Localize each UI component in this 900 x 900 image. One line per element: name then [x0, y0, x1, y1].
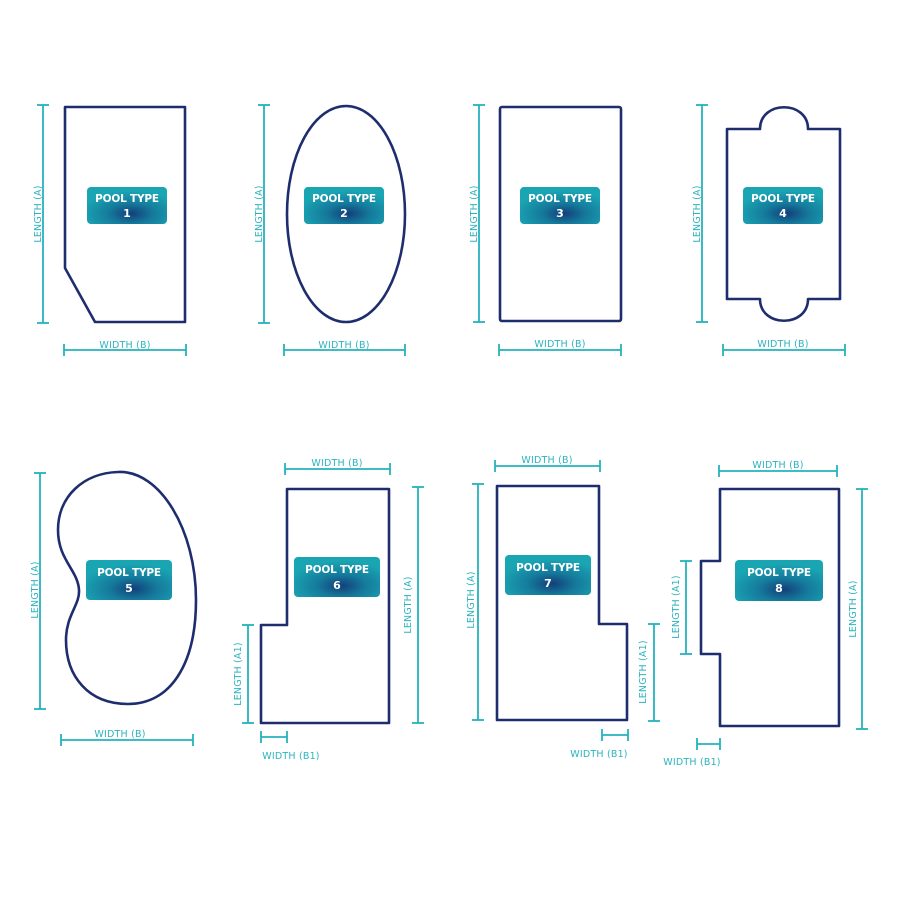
pool-4-badge-number: 4	[779, 207, 787, 220]
pool-2-length-label: LENGTH (A)	[254, 185, 265, 242]
pool-3-badge-number: 3	[556, 207, 564, 220]
pool-4-length-label: LENGTH (A)	[692, 185, 703, 242]
pool-6-sub-width-label: WIDTH (B1)	[262, 751, 319, 762]
pool-4-badge-title: POOL TYPE	[751, 193, 815, 205]
pool-5-width-label: WIDTH (B)	[94, 729, 145, 740]
pool-type-1: LENGTH (A) WIDTH (B) POOL TYPE 1	[33, 104, 187, 356]
pool-type-3: LENGTH (A) WIDTH (B) POOL TYPE 3	[469, 104, 623, 356]
pool-6-sub-width-dimension: WIDTH (B1)	[260, 731, 320, 762]
pool-6-badge: POOL TYPE 6	[294, 557, 380, 597]
pool-6-length-dimension: LENGTH (A)	[403, 486, 424, 724]
pool-8-sub-width-label: WIDTH (B1)	[663, 757, 720, 768]
pool-2-badge: POOL TYPE 2	[304, 187, 384, 224]
pool-6-width-dimension: WIDTH (B)	[284, 458, 391, 475]
pool-3-width-label: WIDTH (B)	[534, 339, 585, 350]
pool-type-6: WIDTH (B) LENGTH (A) LENGTH (A1) WIDTH (…	[233, 458, 424, 762]
pool-8-badge-number: 8	[775, 582, 783, 595]
pool-8-width-dimension: WIDTH (B)	[718, 460, 838, 477]
pool-7-width-label: WIDTH (B)	[521, 455, 572, 466]
pool-type-4: LENGTH (A) WIDTH (B) POOL TYPE 4	[692, 104, 846, 356]
pool-6-outline	[259, 487, 391, 725]
pool-8-outline	[699, 487, 841, 728]
pool-1-badge: POOL TYPE 1	[87, 187, 167, 224]
pool-7-badge-title: POOL TYPE	[516, 562, 580, 574]
pool-4-width-dimension: WIDTH (B)	[722, 339, 846, 356]
pool-8-width-label: WIDTH (B)	[752, 460, 803, 471]
pool-7-sub-length-dimension: LENGTH (A1)	[638, 623, 660, 722]
pool-type-5: LENGTH (A) WIDTH (B) POOL TYPE 5	[30, 470, 198, 746]
pool-8-badge-title: POOL TYPE	[747, 567, 811, 579]
pool-8-sub-length-dimension: LENGTH (A1)	[671, 560, 692, 655]
pool-1-badge-number: 1	[123, 207, 131, 220]
pool-8-length-dimension: LENGTH (A)	[848, 488, 868, 730]
pool-type-7: WIDTH (B) LENGTH (A) LENGTH (A1) WIDTH (…	[466, 455, 660, 760]
pool-6-width-label: WIDTH (B)	[311, 458, 362, 469]
pool-6-badge-title: POOL TYPE	[305, 564, 369, 576]
pool-2-width-dimension: WIDTH (B)	[283, 340, 406, 356]
pool-5-badge: POOL TYPE 5	[86, 560, 172, 600]
pool-7-sub-length-label: LENGTH (A1)	[638, 640, 649, 704]
pool-3-length-dimension: LENGTH (A)	[469, 104, 485, 323]
pool-2-badge-title: POOL TYPE	[312, 193, 376, 205]
pool-7-outline	[495, 484, 629, 722]
pool-3-width-dimension: WIDTH (B)	[498, 339, 622, 356]
pool-3-length-label: LENGTH (A)	[469, 185, 480, 242]
pool-4-width-label: WIDTH (B)	[757, 339, 808, 350]
pool-7-width-dimension: WIDTH (B)	[494, 455, 601, 472]
pool-7-sub-width-dimension: WIDTH (B1)	[570, 729, 629, 760]
pool-5-width-dimension: WIDTH (B)	[60, 729, 194, 746]
pool-7-badge-number: 7	[544, 577, 552, 590]
pool-8-badge: POOL TYPE 8	[735, 560, 823, 601]
pool-2-length-dimension: LENGTH (A)	[254, 104, 270, 324]
pool-1-length-dimension: LENGTH (A)	[33, 104, 49, 324]
pool-2-badge-number: 2	[340, 207, 348, 220]
pool-4-badge: POOL TYPE 4	[743, 187, 823, 224]
pool-5-length-dimension: LENGTH (A)	[30, 472, 46, 710]
pool-1-length-label: LENGTH (A)	[33, 185, 44, 242]
pool-7-sub-width-label: WIDTH (B1)	[570, 749, 627, 760]
pool-6-sub-length-label: LENGTH (A1)	[233, 642, 244, 706]
pool-7-length-label: LENGTH (A)	[466, 571, 477, 628]
pool-5-badge-title: POOL TYPE	[97, 567, 161, 579]
pool-8-sub-width-dimension: WIDTH (B1)	[663, 738, 721, 768]
pool-5-length-label: LENGTH (A)	[30, 561, 41, 618]
pool-8-sub-length-label: LENGTH (A1)	[671, 575, 682, 639]
pool-1-width-dimension: WIDTH (B)	[63, 340, 187, 356]
pool-type-8: WIDTH (B) LENGTH (A) LENGTH (A1) WIDTH (…	[663, 460, 868, 768]
pool-6-sub-length-dimension: LENGTH (A1)	[233, 624, 254, 724]
pool-1-width-label: WIDTH (B)	[99, 340, 150, 351]
pool-2-width-label: WIDTH (B)	[318, 340, 369, 351]
pool-3-badge: POOL TYPE 3	[520, 187, 600, 224]
pool-7-badge: POOL TYPE 7	[505, 555, 591, 595]
pool-8-length-label: LENGTH (A)	[848, 580, 859, 637]
pool-4-length-dimension: LENGTH (A)	[692, 104, 708, 323]
pool-1-badge-title: POOL TYPE	[95, 193, 159, 205]
pool-6-badge-number: 6	[333, 579, 341, 592]
pool-6-length-label: LENGTH (A)	[403, 576, 414, 633]
pool-3-badge-title: POOL TYPE	[528, 193, 592, 205]
pool-type-2: LENGTH (A) WIDTH (B) POOL TYPE 2	[254, 104, 407, 356]
pool-7-length-dimension: LENGTH (A)	[466, 483, 484, 721]
pool-5-badge-number: 5	[125, 582, 133, 595]
